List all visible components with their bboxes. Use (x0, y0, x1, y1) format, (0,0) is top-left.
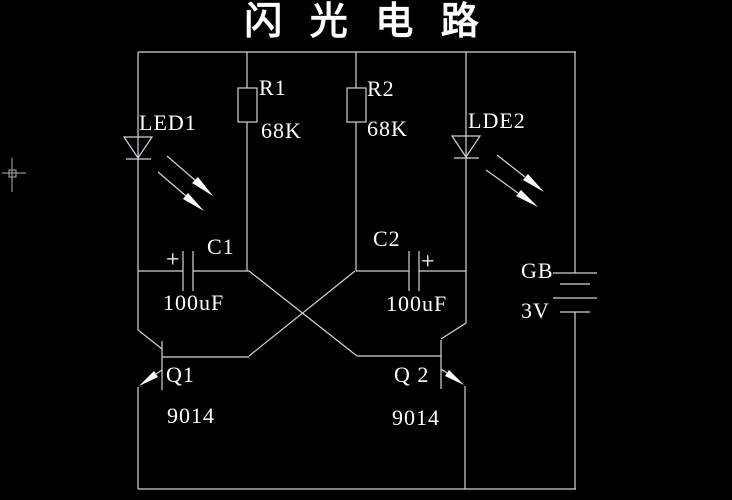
c1-polarity-sign: + (166, 247, 180, 273)
battery-icon (553, 52, 597, 489)
led2-light-arrows-icon (485, 154, 544, 207)
battery-label: GB (521, 258, 554, 283)
q1-value: 9014 (167, 403, 215, 428)
r2-label: R2 (367, 76, 395, 101)
q2-value: 9014 (392, 405, 440, 430)
led2-label: LDE2 (468, 108, 526, 133)
battery-value: 3V (521, 298, 550, 323)
c2-value: 100uF (386, 291, 448, 316)
r1-label: R1 (259, 75, 287, 100)
crosshair-cursor-icon (2, 158, 26, 192)
r1-resistor-icon (237, 87, 258, 123)
c2-capacitor-icon (356, 251, 466, 291)
q2-transistor-icon (357, 340, 466, 489)
q1-transistor-icon (137, 341, 249, 489)
r1-value: 68K (261, 118, 302, 143)
drawing-title: 闪 光 电 路 (244, 1, 488, 43)
q1-label: Q1 (166, 362, 195, 387)
c1-value: 100uF (163, 290, 225, 315)
q2-label: Q 2 (394, 362, 430, 387)
led2-diode-icon (450, 135, 482, 159)
c1-to-q2-base-wire (248, 270, 358, 357)
c2-label: C2 (373, 226, 401, 251)
r2-resistor-icon (346, 87, 367, 123)
c2-polarity-sign: + (421, 249, 435, 275)
r2-value: 68K (367, 116, 408, 141)
led2-branch-wire (440, 52, 467, 340)
led1-branch-wire (137, 52, 163, 350)
c1-capacitor-icon (138, 251, 249, 291)
led1-light-arrows-icon (157, 155, 213, 211)
c2-to-q1-base-wire (248, 270, 356, 357)
led1-label: LED1 (139, 110, 197, 135)
led1-diode-icon (122, 136, 154, 160)
c1-label: C1 (207, 234, 235, 259)
